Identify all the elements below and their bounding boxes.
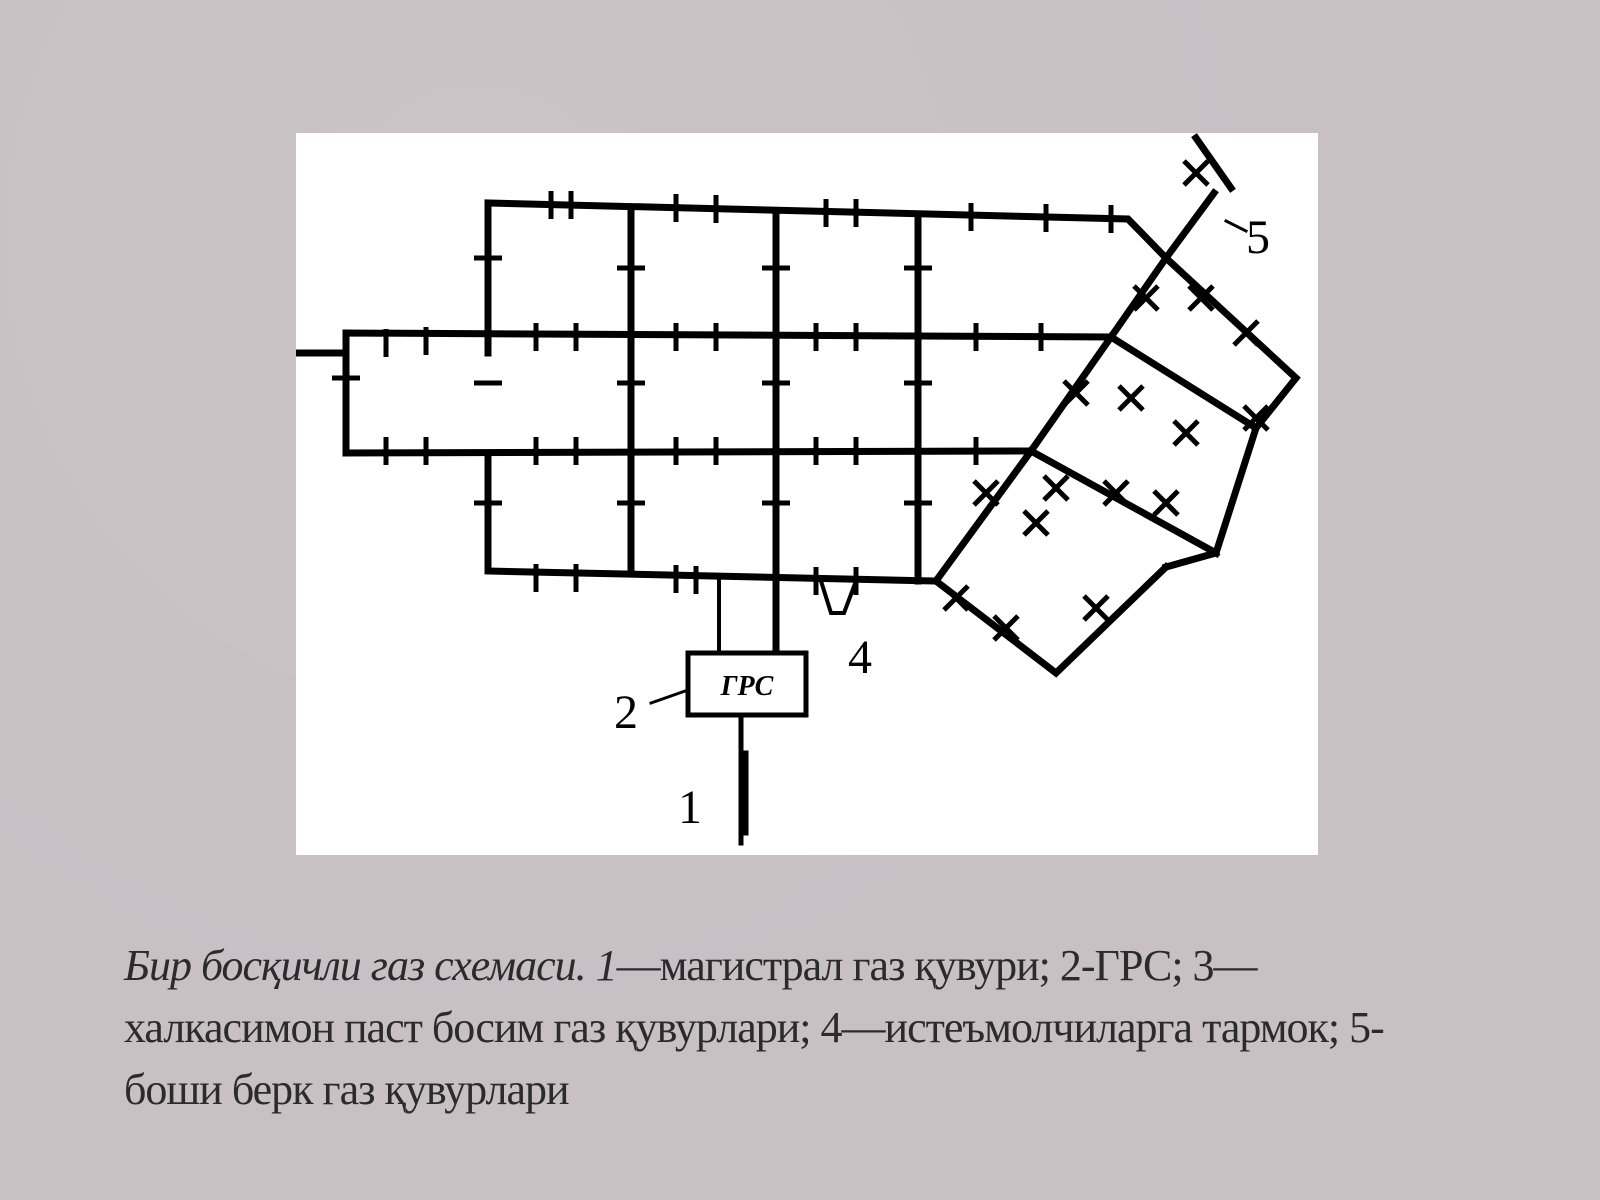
valve-cross xyxy=(1117,384,1145,412)
valve-cross xyxy=(992,614,1020,642)
callout-line-2 xyxy=(649,688,690,705)
valve-cross xyxy=(1242,404,1270,432)
callout-line-5 xyxy=(1223,218,1249,234)
caption-title: Бир босқичли газ схемаси. 1 xyxy=(124,941,618,990)
ring-pipe-upper-main xyxy=(296,329,1115,357)
gas-network-svg: ГРС 1 2 4 5 xyxy=(296,133,1301,846)
ring-pipe-diagonal-b xyxy=(931,188,1219,586)
pipe-network xyxy=(296,133,1301,846)
dead-end-pipe-5 xyxy=(1191,133,1236,193)
valve-cross xyxy=(1187,284,1215,312)
ring-pipe-diagonal-e xyxy=(1161,548,1221,572)
valve-cross xyxy=(1182,159,1210,187)
ring-pipe-diagonal-d xyxy=(1026,423,1261,559)
station-feed-pipe xyxy=(717,579,778,655)
valve-cross xyxy=(1172,419,1200,447)
ring-pipe-left xyxy=(342,329,1035,457)
gas-network-diagram: ГРС 1 2 4 5 xyxy=(296,133,1318,855)
station-box xyxy=(685,650,809,718)
consumer-branch xyxy=(818,578,859,615)
valve-markers xyxy=(332,159,1270,642)
callout-label-4: 4 xyxy=(848,631,872,684)
valve-cross xyxy=(1042,474,1070,502)
ring-pipe-top xyxy=(484,199,1171,357)
main-gas-pipe xyxy=(738,712,749,846)
valve-cross xyxy=(942,584,970,612)
ring-pipe-bottom xyxy=(484,449,940,585)
figure-caption: Бир босқичли газ схемаси. 1—магистрал га… xyxy=(124,935,1454,1121)
valve-cross xyxy=(1082,594,1110,622)
valve-cross xyxy=(1152,489,1180,517)
valve-cross xyxy=(1102,479,1130,507)
caption-text: —магистрал газ қувури; 2-ГРС; 3—халкасим… xyxy=(124,941,1385,1114)
valve-cross xyxy=(1022,509,1050,537)
valve-cross xyxy=(1132,284,1160,312)
valve-cross xyxy=(1062,379,1090,407)
valve-cross xyxy=(972,479,1000,507)
ring-pipe-diagonal-a xyxy=(931,562,1171,678)
valve-cross xyxy=(1232,319,1260,347)
callout-label-1: 1 xyxy=(678,781,702,834)
ring-pipe-diagonal-c xyxy=(1106,253,1301,433)
callout-label-5: 5 xyxy=(1246,211,1270,264)
station-box-label: ГРС xyxy=(720,671,774,702)
callout-label-2: 2 xyxy=(614,686,638,739)
